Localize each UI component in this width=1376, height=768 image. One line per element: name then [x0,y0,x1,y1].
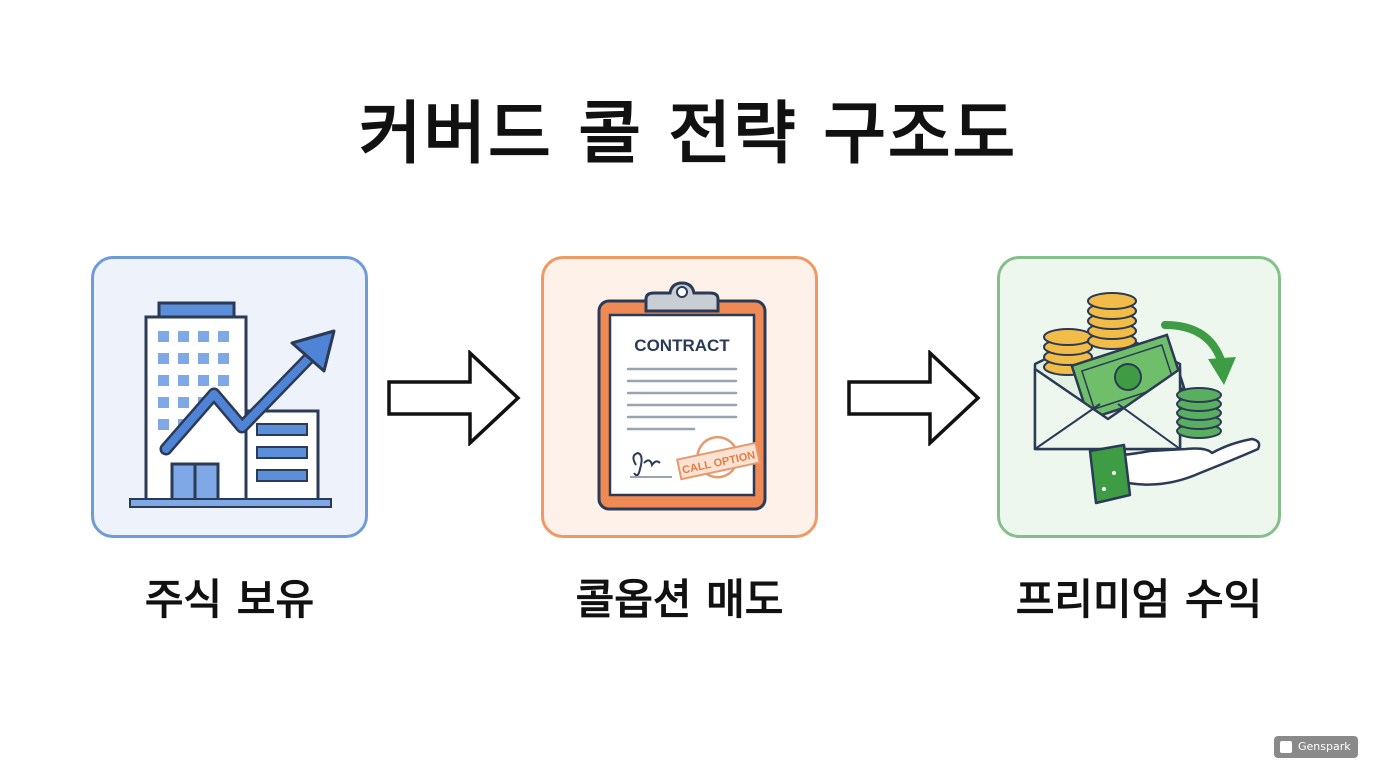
step-card-call-option-sale: CONTRACT CALL OPTION [541,256,818,538]
right-arrow-icon [847,350,981,446]
step-label-call-option-sale: 콜옵션 매도 [575,575,784,624]
contract-clipboard-icon: CONTRACT CALL OPTION [597,281,767,511]
coins-envelope-hand-icon [1033,292,1261,505]
step-card-premium-income [997,256,1281,538]
diagram-title: 커버드 콜 전략 구조도 [358,95,1018,174]
watermark-text: Genspark [1298,740,1351,753]
step-label-premium-income: 프리미엄 수익 [1015,575,1263,624]
building-growth-chart-icon [129,301,336,508]
step-label-stock-holding: 주식 보유 [144,575,315,624]
right-arrow-icon [387,350,521,446]
step-card-stock-holding [91,256,368,538]
genspark-logo-icon [1280,741,1292,753]
contract-heading: CONTRACT [634,336,730,355]
genspark-watermark: Genspark [1274,736,1358,758]
